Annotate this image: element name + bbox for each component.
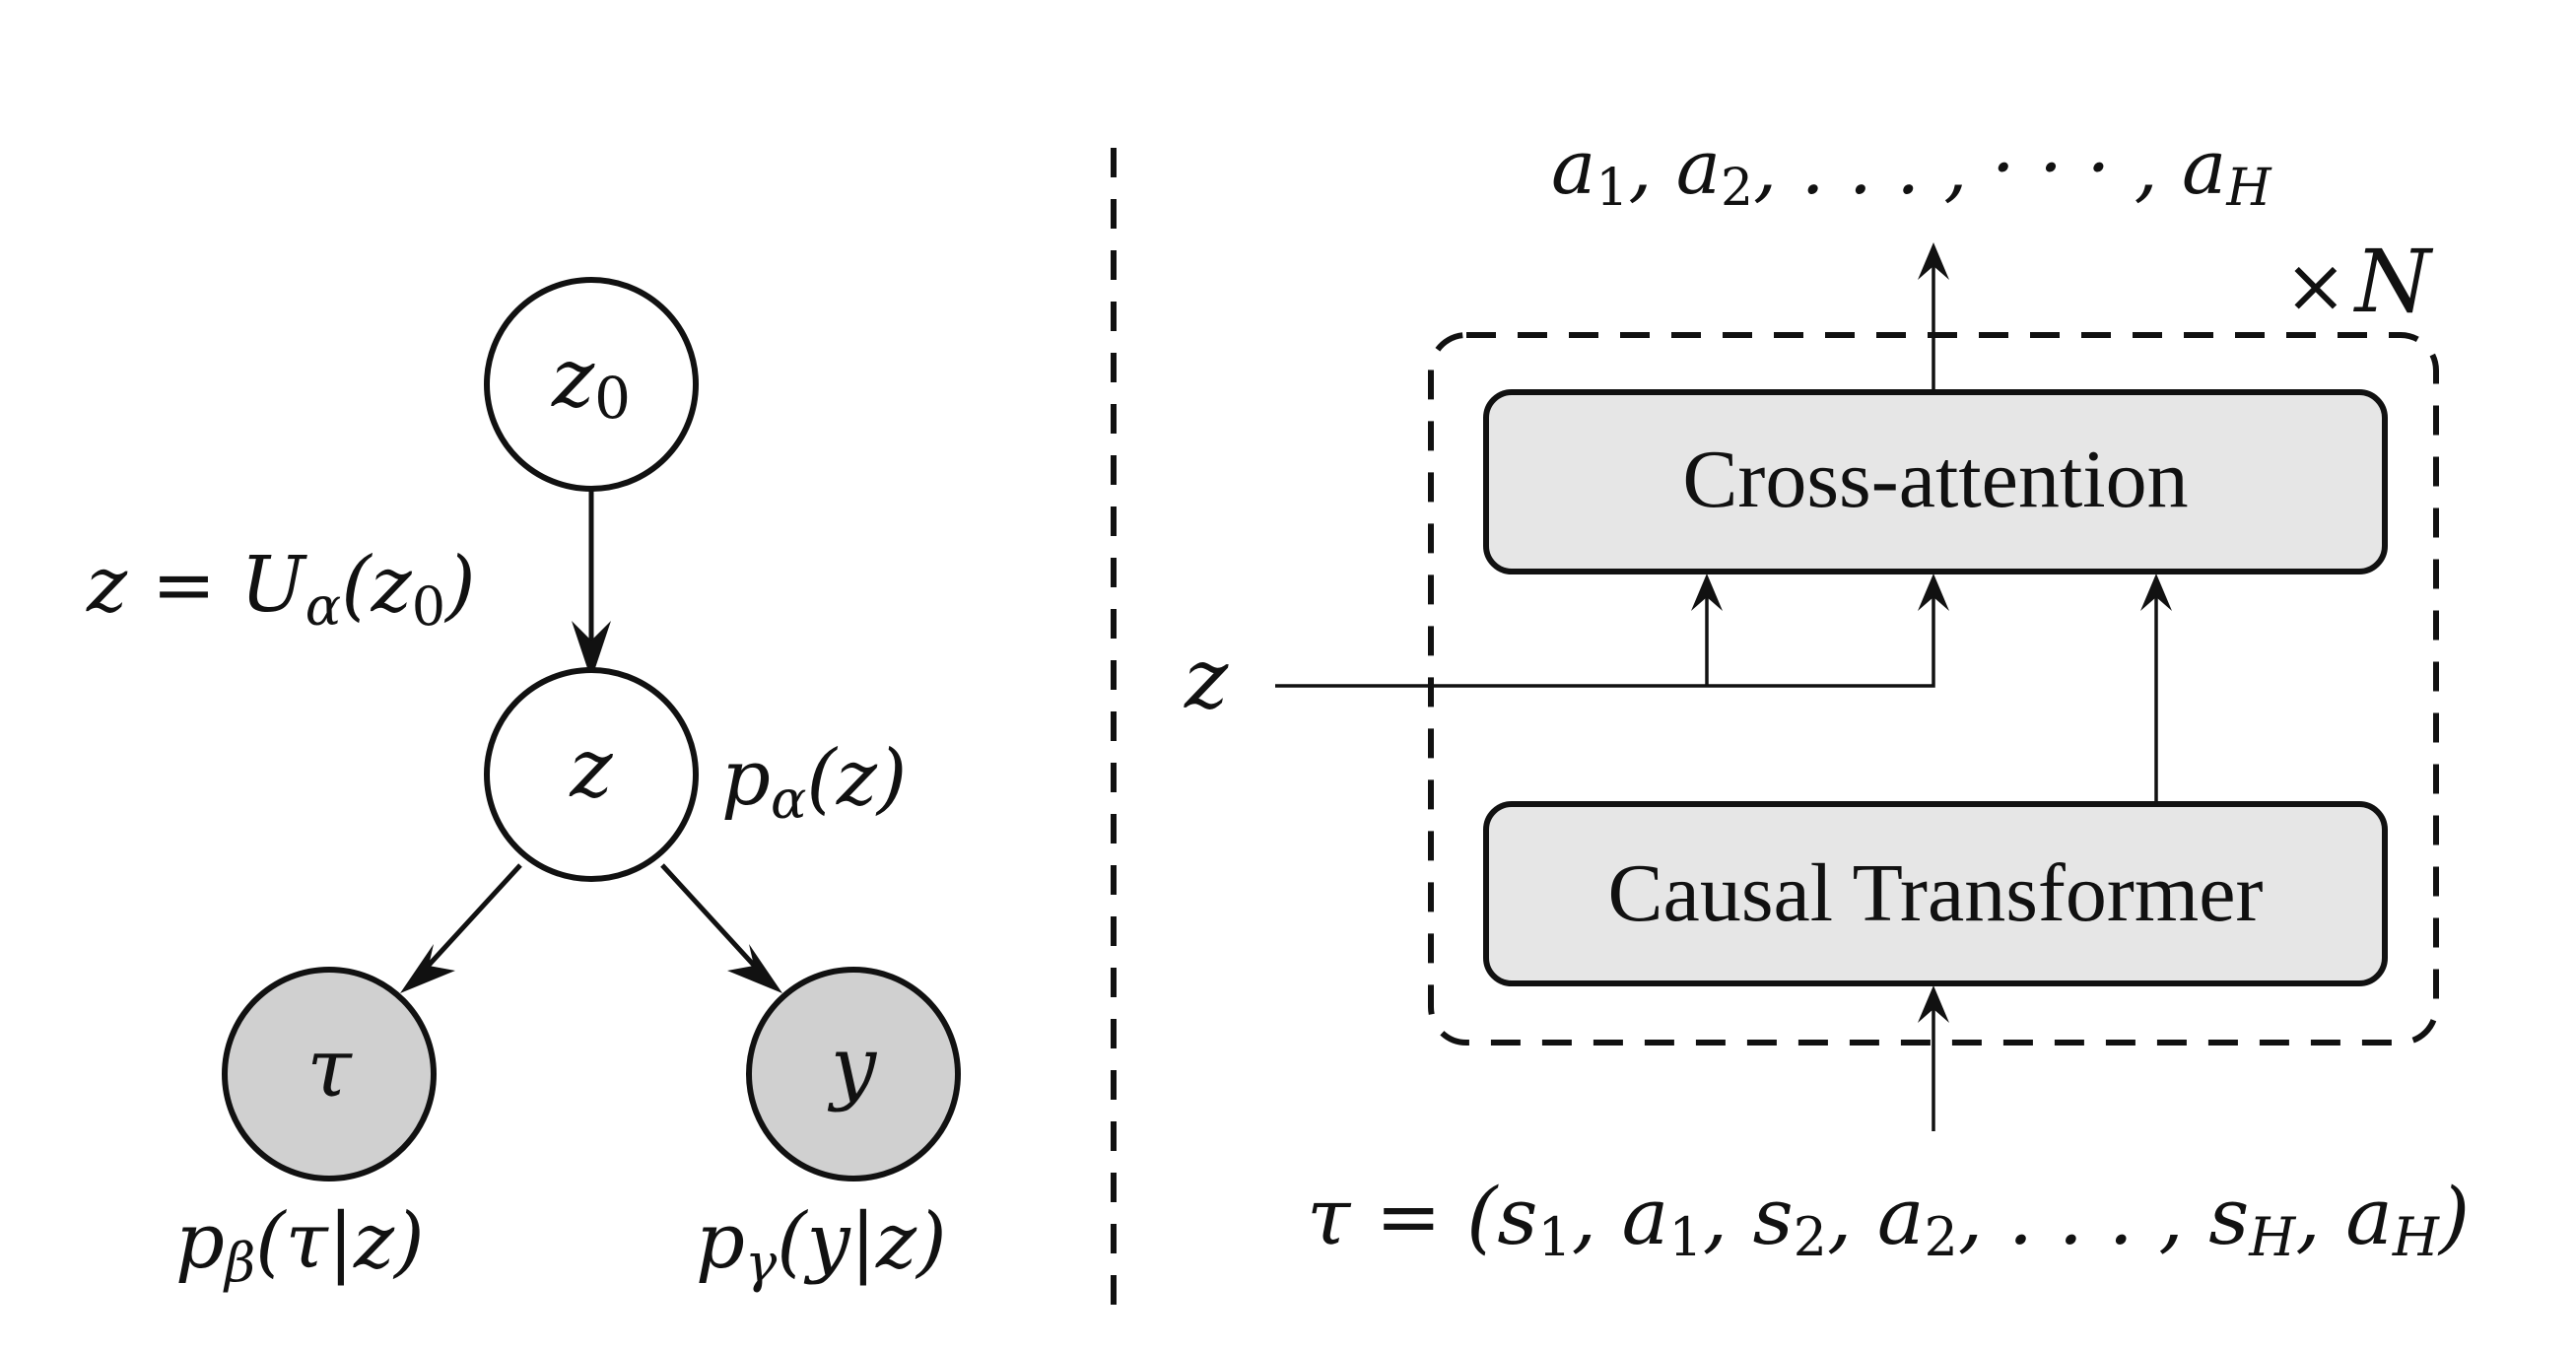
transformer-to-cross-attention-arrowhead [2140, 574, 2172, 611]
node-z-label: z [569, 722, 613, 816]
arrowhead-z0-to-z [572, 621, 611, 680]
node-tau-label: τ [306, 1022, 353, 1115]
latent-input-line [1275, 581, 1935, 688]
svg-text:z0: z0 [551, 332, 631, 432]
trajectory-input-arrowhead [1918, 985, 1949, 1023]
trajectory-equation: τ = (s1, a1, s2, a2, . . . , sH, aH) [1307, 1171, 2470, 1268]
causal-transformer-block: Causal Transformer [1483, 801, 2388, 986]
latent-arrowhead-1 [1691, 574, 1723, 611]
node-z0-sub: 0 [594, 365, 631, 432]
prior-label: pα(z) [721, 734, 907, 831]
cross-attention-block: Cross-attention [1483, 389, 2388, 574]
edge-z-to-y [660, 863, 773, 985]
node-z0-base: z [551, 332, 595, 426]
causal-transformer-label: Causal Transformer [1608, 847, 2264, 939]
cross-attention-label: Cross-attention [1682, 434, 2188, 525]
arrowhead-z-to-tau [400, 944, 455, 993]
likelihood-y-label: pγ(y|z) [696, 1197, 947, 1294]
transform-equation: z = Uα(z0) [86, 541, 476, 638]
node-y-label: y [827, 1020, 878, 1114]
edge-z-to-tau [410, 863, 522, 985]
graphical-model: z0 z τ y z = Uα(z0) pα(z) pβ(τ|z) pγ(y|z… [86, 277, 961, 1294]
latent-input-label: z [1184, 631, 1229, 727]
latent-arrowhead-2 [1918, 574, 1949, 611]
output-sequence: a1, a2, . . . , · · · , aH [1551, 123, 2272, 218]
output-arrowhead [1918, 242, 1949, 280]
node-z0: z0 [484, 277, 699, 492]
repeat-n-label: ×N [2284, 231, 2434, 332]
likelihood-tau-label: pβ(τ|z) [175, 1197, 425, 1294]
arrowhead-z-to-y [727, 944, 782, 993]
node-y: y [746, 967, 961, 1181]
node-z: z [484, 667, 699, 882]
node-tau: τ [222, 967, 437, 1181]
model-architecture: a1, a2, . . . , · · · , aH ×N Cross-atte… [1184, 123, 2470, 1268]
